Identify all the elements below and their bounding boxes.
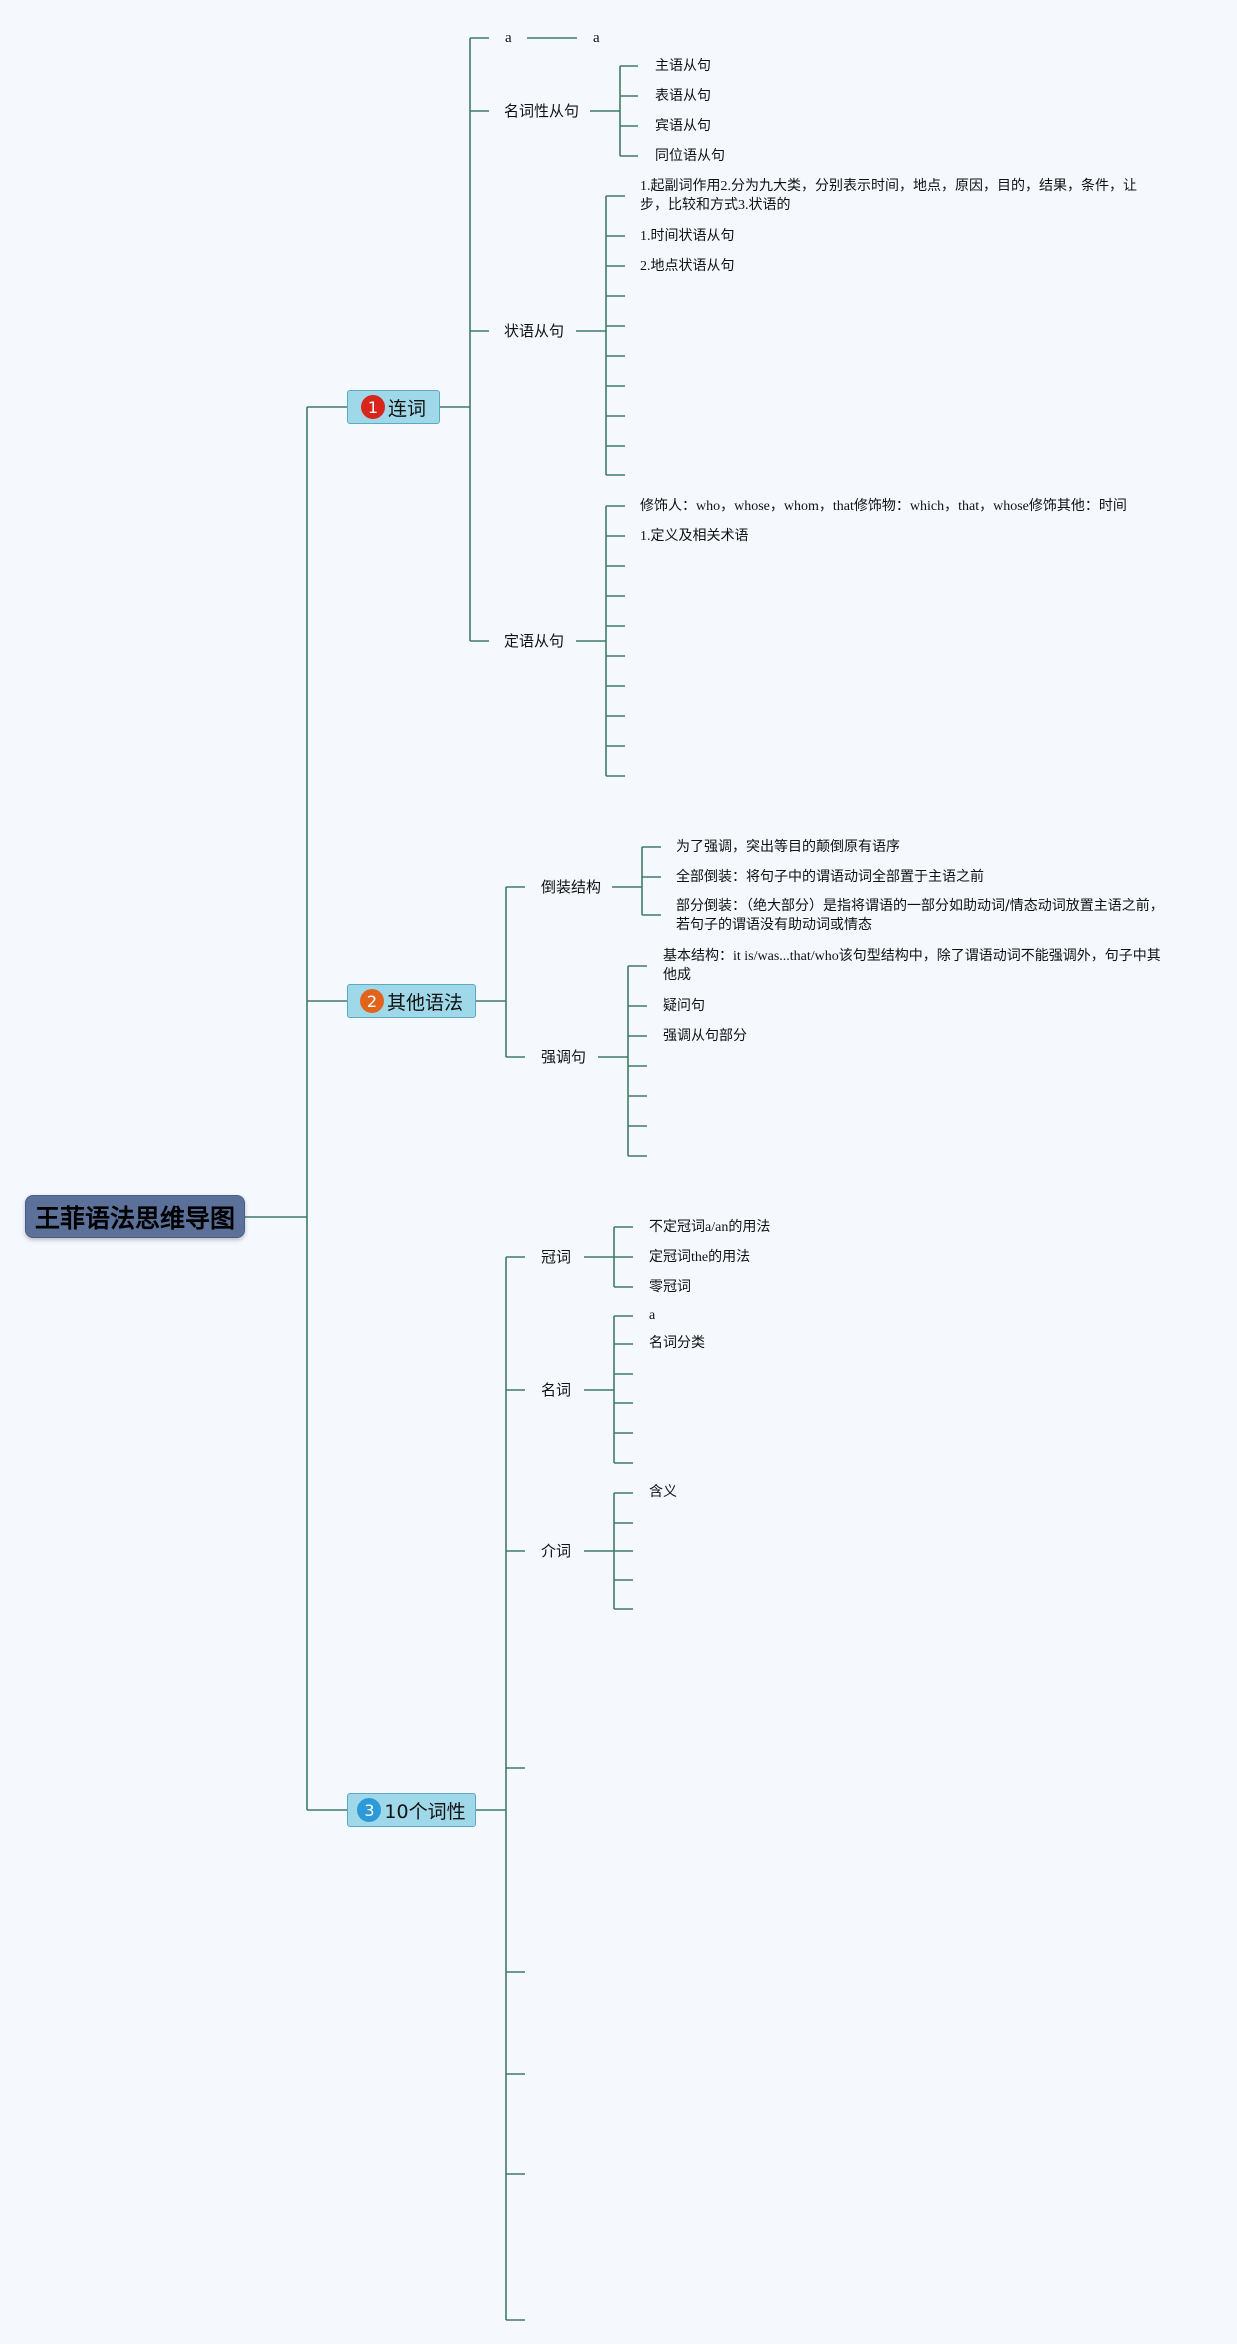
branch-other-grammar[interactable]: 2 其他语法 xyxy=(347,984,476,1018)
root-title: 王菲语法思维导图 xyxy=(34,1203,235,1233)
leaf-meaning[interactable]: 含义 xyxy=(649,1484,677,1500)
leaf-subject-clause[interactable]: 主语从句 xyxy=(655,58,711,74)
branch-conjunctions[interactable]: 1 连词 xyxy=(347,390,440,424)
leaf-predicative-clause[interactable]: 表语从句 xyxy=(655,88,711,104)
leaf-basic-structure[interactable]: 基本结构：it is/was...that/who该句型结构中，除了谓语动词不能… xyxy=(663,949,1161,983)
leaf-time-adverbial[interactable]: 1.时间状语从句 xyxy=(640,229,735,244)
branch-label: 10个词性 xyxy=(384,1800,466,1823)
leaf-relative-words[interactable]: 修饰人：who，whose，whom，that修饰物：which，that，wh… xyxy=(640,499,1127,514)
topic-article[interactable]: 冠词 xyxy=(541,1248,572,1266)
topic-noun[interactable]: 名词 xyxy=(541,1381,572,1399)
leaf-indefinite-article[interactable]: 不定冠词a/an的用法 xyxy=(649,1220,771,1235)
topic-a[interactable]: a xyxy=(505,30,512,46)
leaf-inversion-purpose[interactable]: 为了强调，突出等目的颠倒原有语序 xyxy=(676,839,900,855)
topic-emphatic-sentence[interactable]: 强调句 xyxy=(541,1048,587,1066)
leaf-appositive-clause[interactable]: 同位语从句 xyxy=(655,148,725,164)
topic-noun-clause[interactable]: 名词性从句 xyxy=(504,102,580,120)
branch-parts-of-speech[interactable]: 3 10个词性 xyxy=(347,1793,476,1827)
number-2-icon: 2 xyxy=(359,989,384,1013)
leaf-partial-inversion[interactable]: 部分倒装：（绝大部分）是指将谓语的一部分如助动词/情态动词放置主语之前，若句子的… xyxy=(676,898,1164,933)
topic-adverbial-clause[interactable]: 状语从句 xyxy=(504,322,565,340)
leaf-definition[interactable]: 1.定义及相关术语 xyxy=(640,529,749,544)
topic-inversion[interactable]: 倒装结构 xyxy=(541,878,602,896)
leaf-full-inversion[interactable]: 全部倒装：将句子中的谓语动词全部置于主语之前 xyxy=(676,869,984,885)
leaf-object-clause[interactable]: 宾语从句 xyxy=(655,118,711,134)
leaf-noun-a[interactable]: a xyxy=(649,1308,656,1323)
leaf-place-adverbial[interactable]: 2.地点状语从句 xyxy=(640,259,735,274)
leaf-adverbial-note[interactable]: 1.起副词作用2.分为九大类，分别表示时间，地点，原因，目的，结果，条件，让步，… xyxy=(640,179,1137,213)
leaf-emphasize-clause[interactable]: 强调从句部分 xyxy=(663,1028,747,1044)
leaf-noun-classification[interactable]: 名词分类 xyxy=(649,1335,705,1351)
topic-preposition[interactable]: 介词 xyxy=(541,1542,572,1560)
number-3-icon: 3 xyxy=(357,1798,382,1822)
leaf-zero-article[interactable]: 零冠词 xyxy=(649,1279,691,1295)
root-topic[interactable]: 王菲语法思维导图 xyxy=(25,1195,245,1238)
leaf-question[interactable]: 疑问句 xyxy=(663,998,705,1014)
topic-a-child[interactable]: a xyxy=(593,30,600,46)
number-1-icon: 1 xyxy=(360,395,385,419)
topic-attributive-clause[interactable]: 定语从句 xyxy=(504,632,565,650)
branch-label: 连词 xyxy=(387,397,426,420)
branch-label: 其他语法 xyxy=(386,991,463,1014)
leaf-definite-article[interactable]: 定冠词the的用法 xyxy=(649,1250,751,1265)
